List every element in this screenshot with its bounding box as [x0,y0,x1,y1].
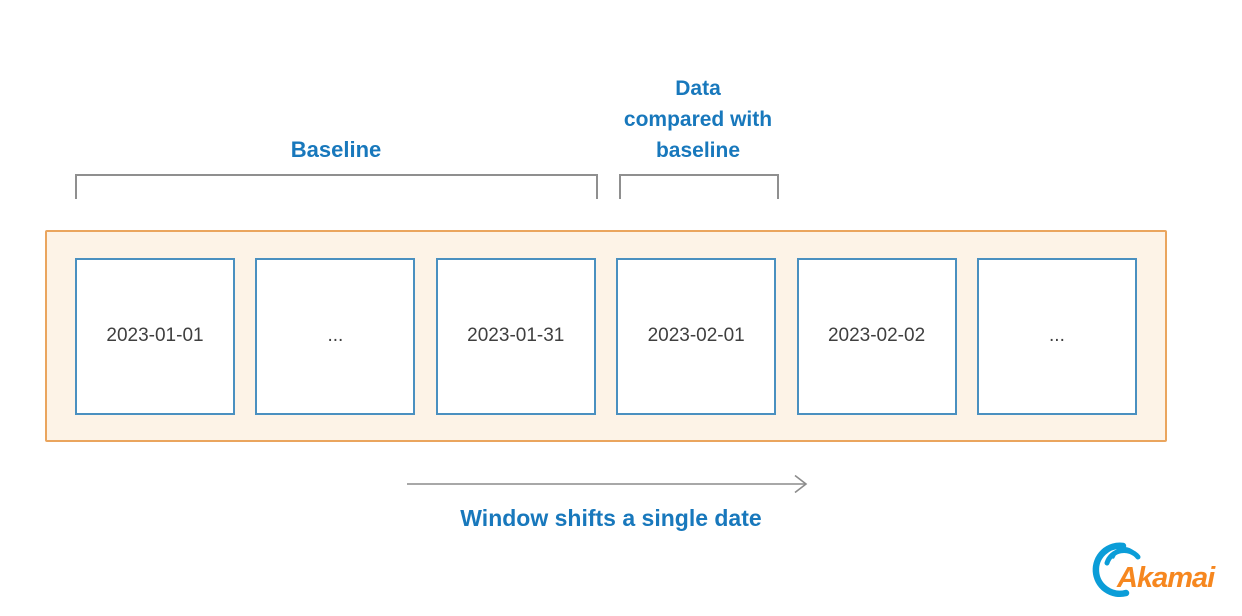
comparison-label-line: compared with [623,108,773,131]
right-arrow-icon [407,474,808,494]
date-label: 2023-01-01 [106,325,204,346]
akamai-logo: Akamai [1092,542,1217,597]
date-box: 2023-02-02 [796,257,957,415]
comparison-bracket [619,174,779,199]
date-box: 2023-02-01 [616,257,777,415]
date-label: ... [327,325,344,346]
akamai-wave-icon [1092,542,1141,597]
comparison-label-line: Data [675,77,721,100]
comparison-label-line: baseline [655,139,741,162]
date-label: ... [1049,325,1065,346]
date-label: 2023-01-31 [467,325,565,346]
date-label: 2023-02-01 [647,325,745,346]
arrow-caption: Window shifts a single date [460,505,762,531]
date-label: 2023-02-02 [827,325,926,346]
akamai-logo-text: Akamai [1116,562,1216,594]
date-box: 2023-01-01 [75,257,235,415]
baseline-label: Baseline [290,137,382,162]
window-container: 2023-01-01 ... 2023-01-31 2023-02-01 202… [45,230,1167,442]
date-box: 2023-01-31 [435,257,596,415]
date-box: ... [976,257,1137,415]
comparison-label: Data compared with baseline [598,73,798,166]
date-box: ... [255,257,416,415]
baseline-bracket [75,174,598,199]
